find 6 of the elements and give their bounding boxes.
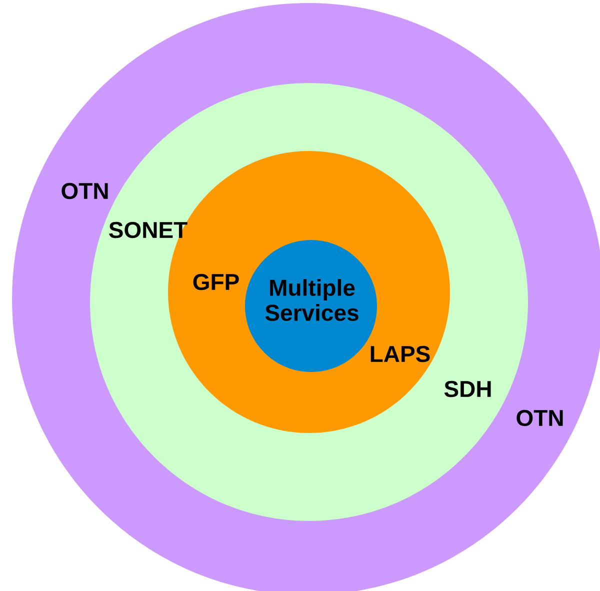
layer-label: OTN <box>62 182 108 200</box>
layer-label: SDH <box>444 380 491 398</box>
layer-label: OTN <box>516 410 563 426</box>
layer-label: GFP <box>193 274 239 290</box>
layer-label: LAPS <box>370 346 430 362</box>
layer-label: Multiple Services <box>265 279 358 321</box>
